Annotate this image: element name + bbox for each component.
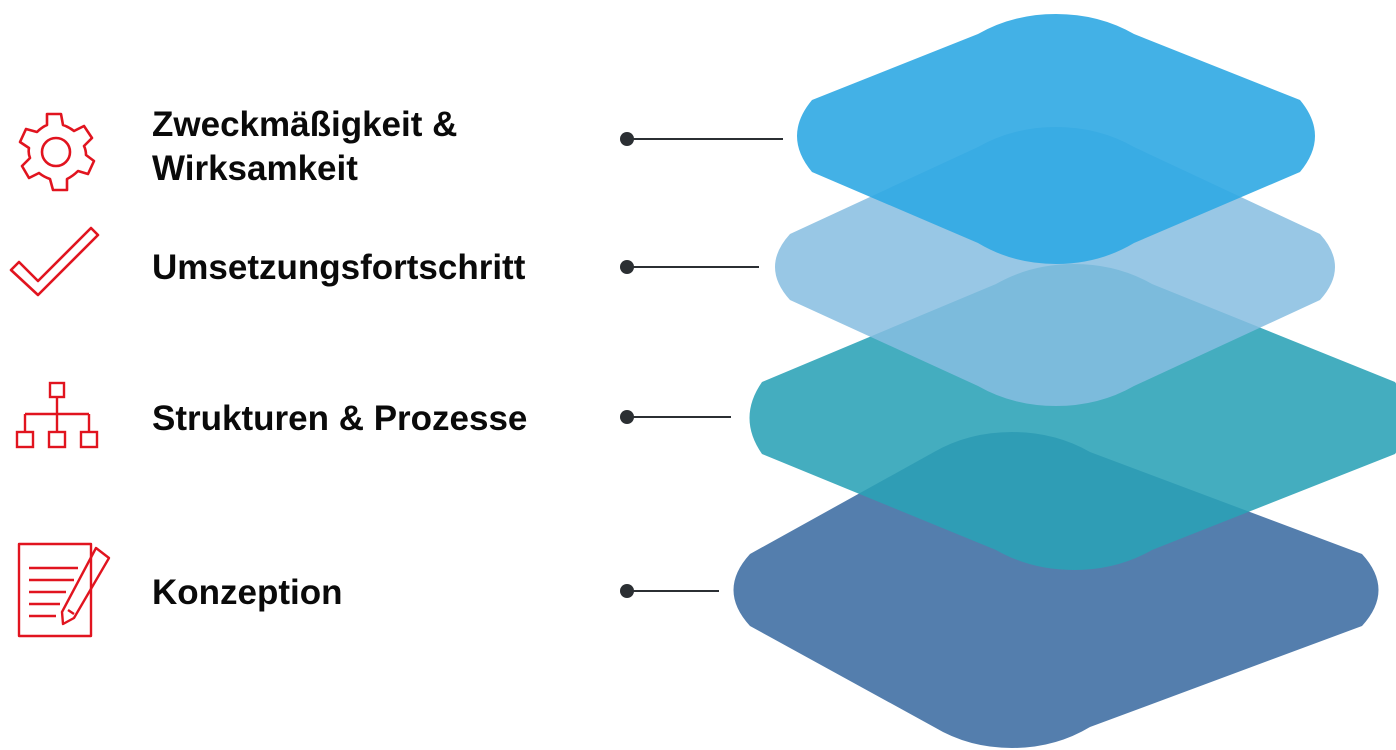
document-pen-icon — [16, 540, 120, 640]
connector-line — [627, 416, 731, 418]
label-konzeption: Konzeption — [152, 571, 343, 615]
label-umsetzungsfortschritt: Umsetzungsfortschritt — [152, 246, 525, 290]
label-line: Konzeption — [152, 573, 343, 612]
label-line: Wirksamkeit — [152, 149, 358, 188]
label-zweckmaessigkeit: Zweckmäßigkeit & Wirksamkeit — [152, 103, 457, 191]
layer-zweckmaessigkeit — [797, 14, 1315, 264]
gear-icon — [12, 108, 96, 192]
label-strukturen-prozesse: Strukturen & Prozesse — [152, 397, 527, 441]
org-chart-icon — [14, 380, 100, 452]
label-line: Strukturen & Prozesse — [152, 399, 528, 438]
connector-line — [627, 266, 759, 268]
label-line: Zweckmäßigkeit & — [152, 105, 458, 144]
connector-line — [627, 590, 719, 592]
connector-line — [627, 138, 783, 140]
checkmark-icon — [8, 224, 100, 314]
label-line: Umsetzungsfortschritt — [152, 248, 526, 287]
